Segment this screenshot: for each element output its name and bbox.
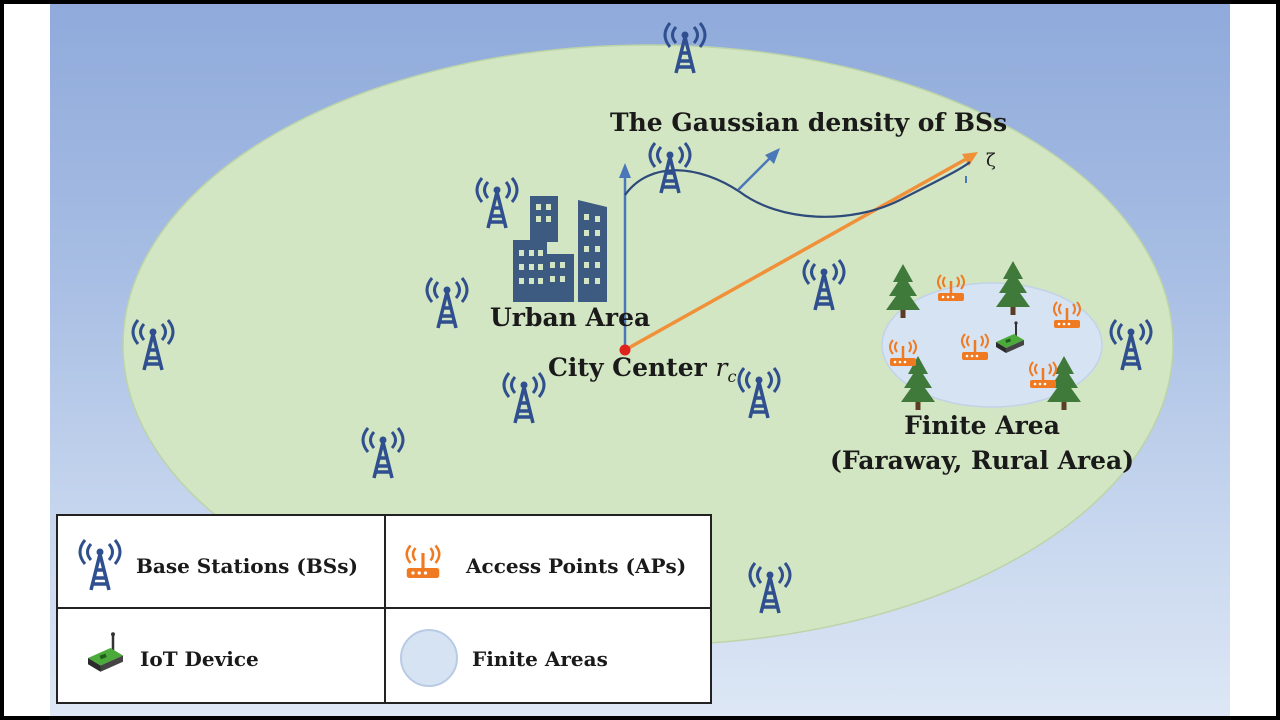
urban-area-label: Urban Area (490, 303, 651, 332)
finite-area-region (881, 282, 1103, 408)
finite-area-line2: (Faraway, Rural Area) (830, 446, 1135, 475)
legend-base-stations: Base Stations (BSs) (58, 516, 386, 609)
radio-tower-icon (78, 538, 122, 592)
legend-access-points-label: Access Points (APs) (466, 554, 687, 578)
city-center-symbol: rc (715, 353, 737, 386)
legend-access-points: Access Points (APs) (386, 516, 712, 609)
building-icon (513, 196, 607, 302)
axis-arrowhead (619, 163, 631, 178)
legend-finite-areas: Finite Areas (386, 609, 712, 702)
wifi-router-icon (405, 543, 441, 580)
city-center-text: City Center (548, 353, 707, 382)
zeta-axis-label: ζ (986, 150, 996, 171)
radial-distance-line (624, 156, 969, 352)
city-center-point (619, 344, 631, 356)
scene-graphics (122, 21, 1174, 646)
legend-iot-device-label: IoT Device (140, 647, 259, 671)
legend-iot-device: IoT Device (58, 609, 386, 702)
legend: Base Stations (BSs) Access Points (APs) … (56, 514, 712, 704)
radial-arrowhead (962, 152, 978, 166)
iot-device-icon (86, 631, 125, 673)
curve-pointer-arrow (737, 155, 773, 191)
finite-area-label: Finite Area (Faraway, Rural Area) (830, 408, 1134, 478)
gaussian-density-title: The Gaussian density of BSs (610, 108, 1008, 137)
legend-finite-areas-label: Finite Areas (472, 647, 608, 671)
finite-area-swatch (400, 629, 458, 687)
gaussian-density-curve (624, 161, 971, 218)
city-center-label: City Center rc (548, 353, 736, 386)
legend-base-stations-label: Base Stations (BSs) (136, 554, 358, 578)
finite-area-line1: Finite Area (904, 411, 1060, 440)
pointer-arrowhead (765, 148, 780, 164)
